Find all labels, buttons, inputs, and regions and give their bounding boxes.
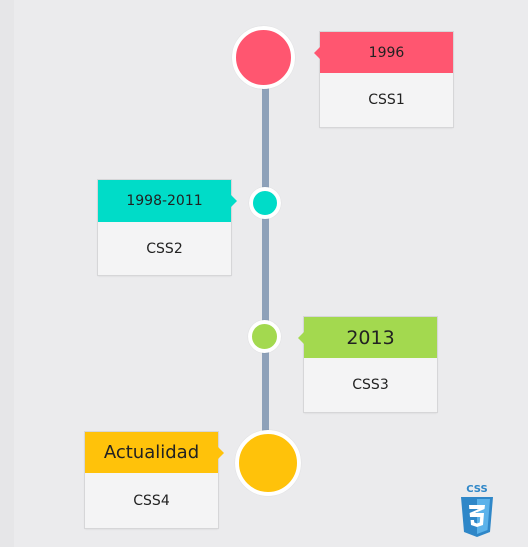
event-label: CSS2 <box>98 222 231 275</box>
event-label: CSS3 <box>304 358 437 412</box>
event-year: 1996 <box>368 44 405 61</box>
timeline-node-2013 <box>248 320 281 353</box>
timeline-node-1996 <box>232 26 295 89</box>
css3-shield-icon: CSS <box>461 484 493 537</box>
event-year: 2013 <box>346 326 395 349</box>
card-pointer <box>298 331 304 344</box>
event-card-1998-2011: 1998-2011 CSS2 <box>98 180 237 275</box>
event-card-actualidad: Actualidad CSS4 <box>85 432 224 528</box>
event-label: CSS4 <box>85 473 218 528</box>
card-pointer <box>314 46 320 59</box>
event-card-2013: 2013 CSS3 <box>298 317 437 412</box>
event-year: Actualidad <box>103 442 200 463</box>
card-pointer <box>218 446 224 459</box>
event-card-1996: 1996 CSS1 <box>314 32 453 127</box>
left-edge-strip <box>0 0 14 547</box>
timeline-node-actualidad <box>235 430 301 496</box>
timeline-node-1998-2011 <box>249 187 281 219</box>
event-year-header: Actualidad <box>85 432 224 473</box>
timeline-axis <box>262 60 269 460</box>
logo-text: CSS <box>466 484 487 495</box>
event-label: CSS1 <box>320 73 453 127</box>
event-year: 1998-2011 <box>126 193 203 209</box>
card-pointer <box>231 195 237 207</box>
event-year-header: 2013 <box>298 317 437 358</box>
event-year-header: 1996 <box>314 32 453 73</box>
event-year-header: 1998-2011 <box>98 180 237 222</box>
